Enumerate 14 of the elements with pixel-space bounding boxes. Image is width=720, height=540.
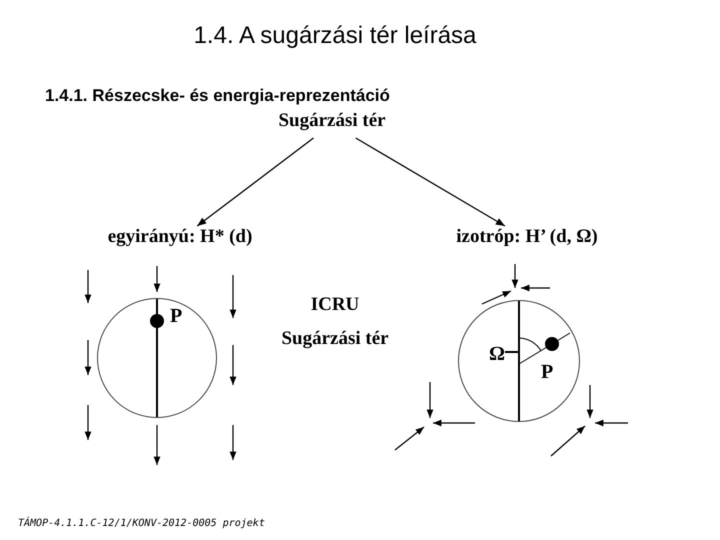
arrow — [355, 137, 506, 227]
figure-caption: ICRU Sugárzási tér — [280, 293, 390, 351]
point-label: Ω — [489, 343, 506, 366]
footer-note: TÁMOP-4.1.1.C-12/1/KONV-2012-0005 projekt — [18, 518, 265, 529]
arrow — [196, 137, 314, 227]
point-label: P — [541, 361, 554, 384]
heading-label: Sugárzási tér — [262, 110, 402, 138]
heading-label: egyirányú: H* (d) — [100, 226, 260, 252]
slide-title: 1.4. A sugárzási tér leírása — [192, 22, 478, 50]
sphere-circle — [97, 298, 217, 418]
sphere-circle — [458, 300, 580, 422]
point-label: P — [170, 305, 182, 328]
heading-label: izotróp: H’ (d, Ω) — [452, 226, 602, 252]
section-heading: 1.4.1. Részecske- és energia-reprezentáció — [45, 86, 390, 106]
